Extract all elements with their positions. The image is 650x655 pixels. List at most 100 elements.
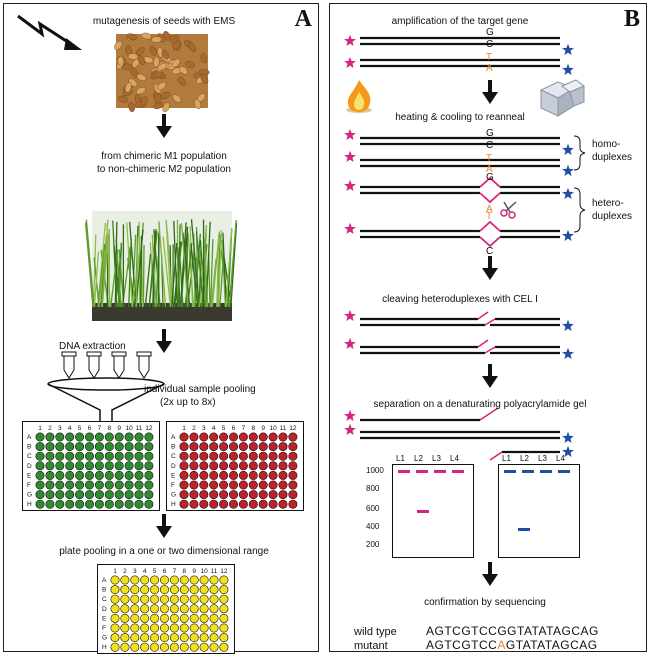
plate-row-label: F [27,482,31,489]
cut-strand [479,407,499,421]
star-magenta-icon [344,409,356,421]
plate-well [104,499,114,509]
plate-well [179,585,189,595]
plate-well [219,623,229,633]
plate-well [209,480,219,490]
plate-well [169,585,179,595]
plate-well [45,451,55,461]
plate-well [199,623,209,633]
plate-well [238,490,248,500]
plate-well [219,575,229,585]
plate-well [130,633,140,643]
lightning-icon [17,14,82,50]
plate-well [45,442,55,452]
plate-well [159,613,169,623]
plate-well [120,594,130,604]
plate-well [209,470,219,480]
plate-row-label: C [102,596,107,603]
plate-well [104,442,114,452]
plate-row-label: D [102,606,107,613]
plate-well [144,490,154,500]
plate-well [94,451,104,461]
plate-well [45,499,55,509]
plate-well [258,451,268,461]
plate-col-label: 12 [220,568,228,575]
plate-col-label: 11 [280,425,287,432]
plate-well [169,594,179,604]
plate-well [104,470,114,480]
plate-well [288,461,298,471]
plate-well [199,480,209,490]
plate-well [120,604,130,614]
plate-well [189,604,199,614]
plate-well [110,585,120,595]
plate-well [124,461,134,471]
plate-row-label: B [27,444,31,451]
plate-well [169,633,179,643]
plate-well [130,613,140,623]
plate-well [114,461,124,471]
step-population-line2: to non-chimeric M2 population [97,164,231,175]
plate-well [65,480,75,490]
plate-well [84,451,94,461]
plate-well [150,594,160,604]
plate-well [104,451,114,461]
plate-well [189,480,199,490]
plate-well [55,470,65,480]
plate-well [150,613,160,623]
cleavage-site [477,339,496,354]
star-magenta-icon [344,34,356,46]
plate-col-label: 2 [123,568,127,575]
plate-well [144,480,154,490]
plate-well [144,499,154,509]
plate-col-label: 7 [242,425,246,432]
plate-well [219,594,229,604]
plate-col-label: 10 [200,568,208,575]
step-amplification: amplification of the target gene [391,16,529,27]
gel-band [540,470,552,473]
plate-col-label: 3 [133,568,137,575]
plate-well [84,432,94,442]
plate-well [134,442,144,452]
plate-well [94,432,104,442]
plate-well [209,451,219,461]
plate-well [104,432,114,442]
plate-well [84,499,94,509]
gel-lane-label: L4 [450,454,459,463]
plate-well [199,461,209,471]
plate-well [84,470,94,480]
panel-b-letter: B [623,6,640,32]
mutant-sequence: AGTCGTCCAGTATATAGCAG [426,638,598,652]
plate-well [268,451,278,461]
plate-well [219,490,229,500]
plate-well [189,442,199,452]
plate-col-label: 3 [202,425,206,432]
plate-well [94,480,104,490]
plate-well [258,480,268,490]
gel-band [416,470,428,473]
plate-well [134,432,144,442]
plate-well [75,499,85,509]
plate-well [150,575,160,585]
plate-well [238,432,248,442]
star-blue-icon [562,43,574,55]
plate-well [209,633,219,643]
star-blue-icon [562,63,574,75]
plate-well [268,480,278,490]
plate-pooling-label: plate pooling in a one or two dimensiona… [59,546,269,557]
plate-well [199,642,209,652]
plate-well [65,442,75,452]
plate-well [169,604,179,614]
plate-well [114,490,124,500]
plate-well [189,470,199,480]
star-magenta-icon [344,56,356,68]
plate-well [134,490,144,500]
plate-well [179,633,189,643]
plate-well [120,642,130,652]
plate-well [130,585,140,595]
plate-well [219,642,229,652]
plate-row-label: A [102,577,107,584]
plate-well [199,585,209,595]
plate-row-label: E [27,472,32,479]
plate-well [238,470,248,480]
